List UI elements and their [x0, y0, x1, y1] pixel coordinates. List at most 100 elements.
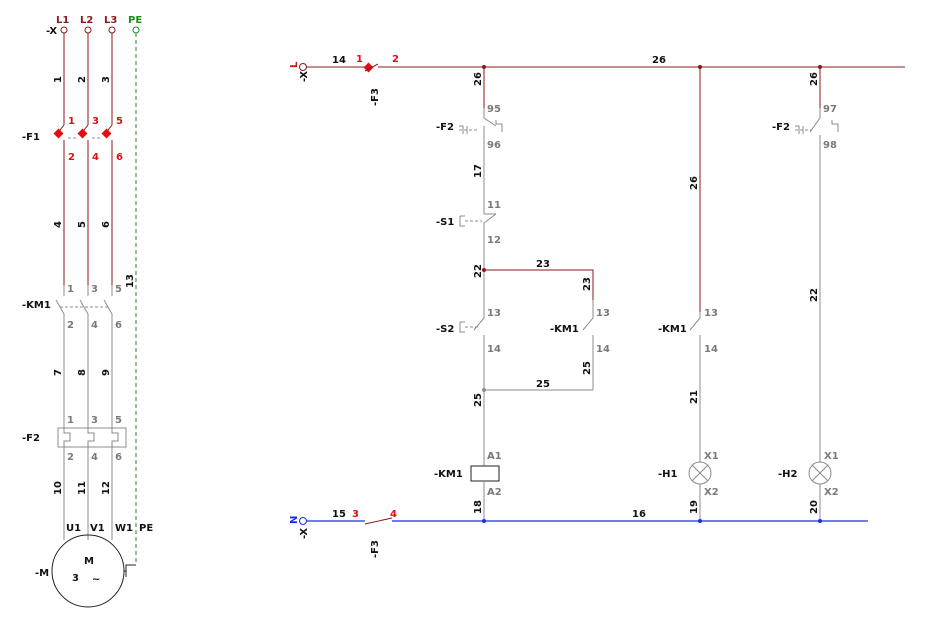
- fuse-f1-pin-2: 2: [68, 152, 75, 163]
- pe-wire-number: 13: [125, 274, 136, 288]
- motor-ref: -M: [35, 568, 49, 579]
- km1-lamp-ref: -KM1: [658, 324, 687, 335]
- terminal-l2[interactable]: [84, 26, 92, 34]
- km1-lamp-pin-14: 14: [704, 344, 718, 355]
- wire-number-22: 22: [473, 264, 484, 278]
- lamp-h1-ref: -H1: [658, 469, 678, 480]
- wire-number-7: 7: [53, 369, 64, 376]
- terminal-pe[interactable]: [132, 26, 140, 34]
- fuse-f1-mark-3: [101, 128, 112, 139]
- pe-label: PE: [128, 15, 142, 26]
- wire-number-12: 12: [101, 481, 112, 495]
- km1-lamp-contact[interactable]: -KM1 13 14: [658, 308, 718, 462]
- f2-pin-96: 96: [487, 140, 501, 151]
- fuse-f3-bottom[interactable]: 3 4 -F3: [352, 509, 397, 558]
- lamp-h1-pin-x2: X2: [704, 487, 719, 498]
- drop3-number: 26: [809, 72, 820, 86]
- km1-pin-3: 3: [91, 284, 98, 295]
- km1-pin-2: 2: [67, 320, 74, 331]
- km1-pin-1: 1: [67, 284, 74, 295]
- power-terminal-ref: -X: [46, 26, 57, 37]
- wire-number-11: 11: [77, 481, 88, 495]
- lamp-h2-ref: -H2: [778, 469, 798, 480]
- s2-pin-14: 14: [487, 344, 501, 355]
- f2-pin-4: 4: [91, 452, 98, 463]
- fuse-f1-pin-1: 1: [68, 116, 75, 127]
- terminal-n[interactable]: [299, 517, 307, 525]
- terminal-l3[interactable]: [108, 26, 116, 34]
- lamp-h1-pin-x1: X1: [704, 451, 719, 462]
- terminal-top-ref: -X: [299, 71, 310, 82]
- fuse-f3-top-pin-1: 1: [356, 54, 363, 65]
- drop1-number: 26: [473, 72, 484, 86]
- fuse-f1-mark-2: [77, 128, 88, 139]
- km1-pin-5: 5: [115, 284, 122, 295]
- wire-number-23a: 23: [536, 259, 550, 270]
- contactor-km1-ref: -KM1: [22, 300, 51, 311]
- fuse-f1-pin-5: 5: [116, 116, 123, 127]
- wire-number-22b: 22: [809, 288, 820, 302]
- wire-number-19: 19: [689, 500, 700, 514]
- wire-number-2: 2: [77, 76, 88, 83]
- motor-terminal-w1: W1: [115, 523, 133, 534]
- lamp-h1[interactable]: -H1 X1 X2: [658, 451, 719, 498]
- coil-pin-a1: A1: [487, 451, 502, 462]
- wire-number-25a: 25: [473, 393, 484, 407]
- km1-hold-contact[interactable]: -KM1 13 14: [550, 300, 610, 390]
- lamp-h2[interactable]: -H2 X1 X2: [778, 451, 839, 498]
- km1-pin-4: 4: [91, 320, 98, 331]
- km1-hold-ref: -KM1: [550, 324, 579, 335]
- fuse-f3-bottom-pin-4: 4: [390, 509, 397, 520]
- wire-number-25b: 25: [536, 379, 550, 390]
- fuse-f1-pin-3: 3: [92, 116, 99, 127]
- terminal-bottom-ref: -X: [299, 528, 310, 539]
- f2-no-contact[interactable]: -F2 97 98: [772, 104, 839, 462]
- fuse-f1[interactable]: -F1 1 3 5 2 4 6: [22, 116, 123, 163]
- km1-hold-pin-13: 13: [596, 308, 610, 319]
- contactor-km1-main[interactable]: -KM1 1 3 5 2 4 6: [22, 284, 122, 331]
- fuse-f3-bottom-ref: -F3: [370, 540, 381, 558]
- fuse-f3-top-ref: -F3: [370, 88, 381, 106]
- fuse-f1-mark-1: [53, 128, 64, 139]
- phase-l3-label: L3: [104, 15, 117, 26]
- fuse-f3-top[interactable]: 1 2 -F3: [356, 54, 399, 106]
- wire-number-20: 20: [809, 500, 820, 514]
- f2-pin-95: 95: [487, 104, 501, 115]
- wire-number-17: 17: [473, 164, 484, 178]
- wire-number-23b: 23: [582, 277, 593, 291]
- coil-km1[interactable]: -KM1 A1 A2: [434, 451, 502, 498]
- control-circuit: L -X 14 1 2 -F3 26 26 -F2 95 96 17: [289, 54, 905, 558]
- f2-nc-contact[interactable]: -F2 95 96: [436, 104, 503, 151]
- wire-number-3: 3: [101, 76, 112, 83]
- fuse-f1-ref: -F1: [22, 132, 40, 143]
- overload-relay-f2[interactable]: -F2 1 3 5 2 4 6: [22, 415, 127, 463]
- coil-pin-a2: A2: [487, 487, 502, 498]
- f2-pin-6: 6: [115, 452, 122, 463]
- wire-number-4: 4: [53, 221, 64, 228]
- wire-number-18: 18: [473, 500, 484, 514]
- motor-terminal-u1: U1: [66, 523, 81, 534]
- fuse-f1-pin-6: 6: [116, 152, 123, 163]
- s2-pin-13: 13: [487, 308, 501, 319]
- s1-stop-button[interactable]: -S1 11 12: [436, 200, 501, 246]
- terminal-l[interactable]: [299, 63, 307, 71]
- fuse-f3-top-pin-2: 2: [392, 54, 399, 65]
- wire-number-8: 8: [77, 369, 88, 376]
- motor-terminal-v1: V1: [90, 523, 105, 534]
- f2-main-ref: -F2: [436, 122, 454, 133]
- f2-aux-ref: -F2: [772, 122, 790, 133]
- f2-pin-3: 3: [91, 415, 98, 426]
- km1-pin-6: 6: [115, 320, 122, 331]
- s2-start-button[interactable]: -S2 13 14: [436, 300, 501, 356]
- motor-m[interactable]: U1 V1 W1 PE -M M 3 ~: [35, 523, 153, 608]
- f2-pin-2: 2: [67, 452, 74, 463]
- phase-l2-label: L2: [80, 15, 93, 26]
- motor-letter: M: [84, 556, 94, 567]
- motor-phase-count: 3: [72, 573, 79, 584]
- power-circuit: -X L1 L2 L3 PE 13 1 2 3 -F1 1 3 5 2 4 6: [22, 15, 153, 608]
- wire-number-9: 9: [101, 369, 112, 376]
- fuse-f1-pin-4: 4: [92, 152, 99, 163]
- km1-hold-pin-14: 14: [596, 344, 610, 355]
- terminal-l1[interactable]: [60, 26, 68, 34]
- phase-l1-label: L1: [56, 15, 69, 26]
